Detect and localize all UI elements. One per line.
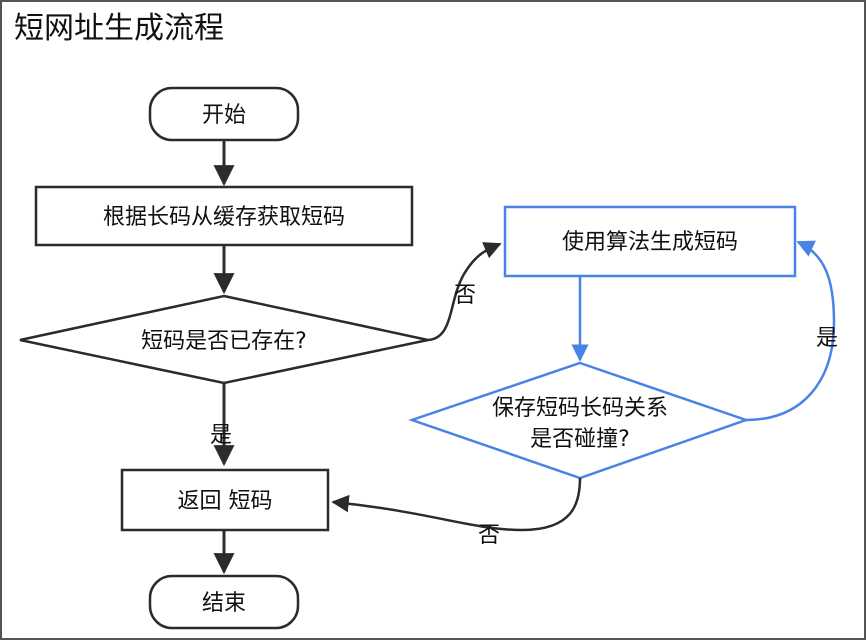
edge-label-collision-yes: 是 bbox=[816, 326, 838, 351]
edge-label-exists-yes: 是 bbox=[210, 423, 232, 448]
arrow-exists-no-to-generate bbox=[427, 242, 502, 342]
exists-decision-label: 短码是否已存在? bbox=[141, 329, 307, 354]
arrow-collision-no-to-return bbox=[331, 477, 582, 532]
edge-label-exists-no: 否 bbox=[454, 283, 476, 308]
diagram-title: 短网址生成流程 bbox=[14, 11, 224, 46]
lookup-label: 根据长码从缓存获取短码 bbox=[103, 205, 345, 230]
return-node bbox=[120, 468, 330, 532]
collision-decision-label-line1: 保存短码长码关系 bbox=[492, 396, 668, 421]
return-label: 返回 短码 bbox=[178, 489, 273, 514]
generate-label: 使用算法生成短码 bbox=[562, 230, 738, 255]
arrow-collision-yes-to-generate bbox=[745, 240, 836, 422]
start-label: 开始 bbox=[202, 103, 246, 128]
end-node bbox=[148, 574, 300, 630]
collision-decision-label-line2: 是否碰撞? bbox=[530, 427, 630, 452]
end-label: 结束 bbox=[202, 591, 246, 616]
generate-node bbox=[503, 205, 797, 278]
lookup-node bbox=[34, 185, 414, 247]
edge-label-collision-no: 否 bbox=[478, 523, 500, 548]
